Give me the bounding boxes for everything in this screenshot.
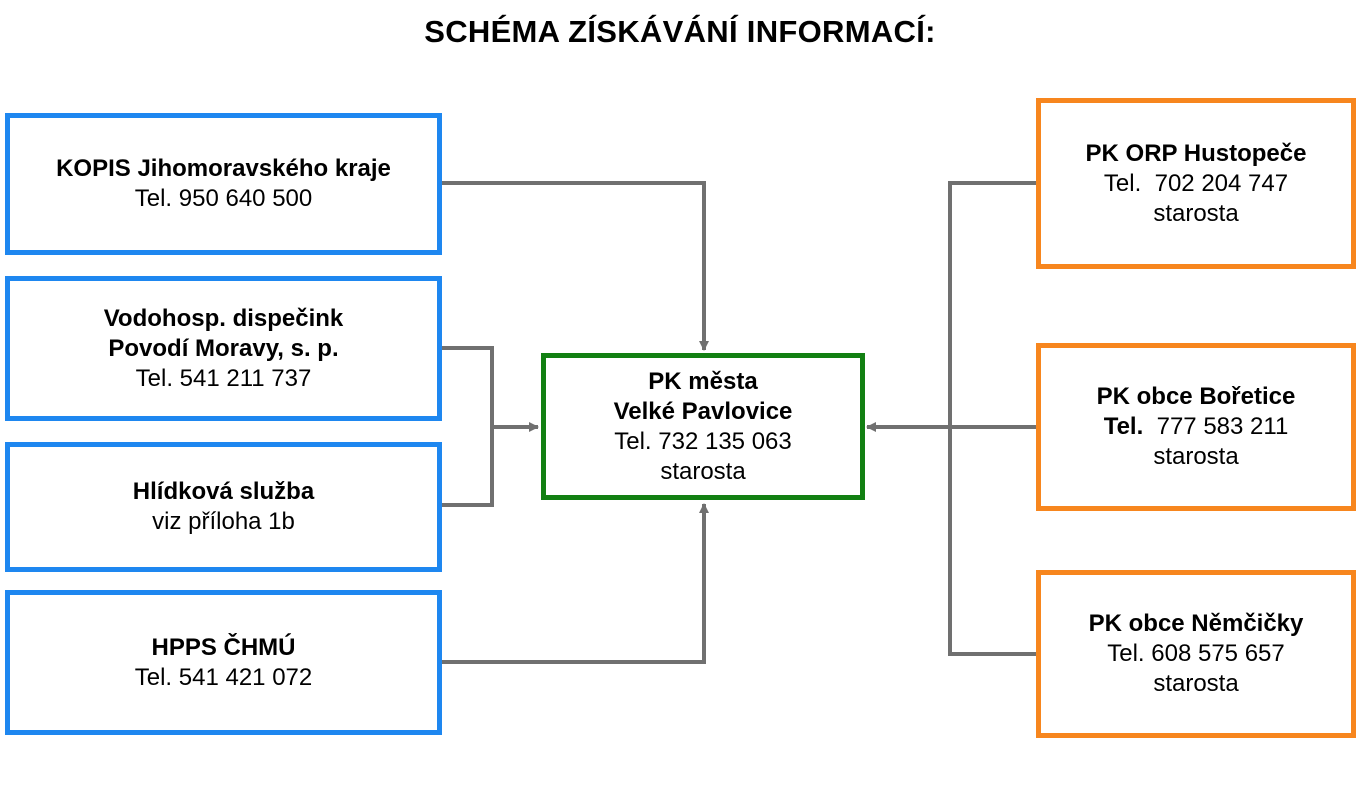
page-title: SCHÉMA ZÍSKÁVÁNÍ INFORMACÍ: [424, 14, 936, 49]
box-vodohosp: Vodohosp. dispečink Povodí Moravy, s. p.… [5, 276, 442, 421]
box-orp-name: PK ORP Hustopeče [1085, 139, 1307, 167]
box-kopis: KOPIS Jihomoravského kraje Tel. 950 640 … [5, 113, 442, 255]
box-boretice-phone: Tel. 777 583 211 [1104, 412, 1289, 442]
box-vodohosp-name-1: Vodohosp. dispečink [103, 304, 344, 332]
box-center-role: starosta [660, 457, 746, 485]
box-hpps: HPPS ČHMÚ Tel. 541 421 072 [5, 590, 442, 735]
box-orp-hustopece: PK ORP Hustopeče Tel. 702 204 747 staros… [1036, 98, 1356, 269]
box-boretice-role: starosta [1153, 443, 1239, 470]
box-hpps-phone: Tel. 541 421 072 [134, 663, 313, 691]
connector-kopis [440, 181, 709, 351]
box-center-velke-pavlovice: PK města Velké Pavlovice Tel. 732 135 06… [541, 353, 865, 500]
box-boretice-phone-number: 777 583 211 [1156, 413, 1289, 440]
box-hlidkova-note: viz příloha 1b [152, 508, 295, 535]
box-nemcicky-role: starosta [1153, 670, 1239, 697]
box-orp-role: starosta [1153, 199, 1239, 227]
box-boretice-name: PK obce Bořetice [1096, 383, 1296, 410]
box-hpps-name: HPPS ČHMÚ [151, 633, 296, 661]
box-kopis-name: KOPIS Jihomoravského kraje [56, 155, 391, 182]
connector-hpps [440, 503, 709, 664]
box-boretice-phone-label: Tel. [1103, 413, 1144, 440]
box-kopis-phone: Tel. 950 640 500 [134, 185, 313, 212]
box-nemcicky-name: PK obce Němčičky [1088, 610, 1304, 637]
connector-municipal-trunk [948, 181, 1037, 656]
connector-vodohosp [440, 346, 494, 507]
box-hlidkova: Hlídková služba viz příloha 1b [5, 442, 442, 572]
box-boretice: PK obce Bořetice Tel. 777 583 211 staros… [1036, 343, 1356, 511]
box-center-phone: Tel. 732 135 063 [614, 427, 792, 455]
box-nemcicky: PK obce Němčičky Tel. 608 575 657 staros… [1036, 570, 1356, 738]
box-center-name-1: PK města [648, 367, 758, 395]
box-orp-phone: Tel. 702 204 747 [1103, 169, 1289, 197]
box-nemcicky-phone: Tel. 608 575 657 [1107, 640, 1285, 667]
box-center-name-2: Velké Pavlovice [613, 397, 793, 425]
box-vodohosp-phone: Tel. 541 211 737 [135, 364, 312, 392]
box-vodohosp-name-2: Povodí Moravy, s. p. [108, 334, 339, 362]
box-hlidkova-name: Hlídková služba [132, 478, 315, 505]
